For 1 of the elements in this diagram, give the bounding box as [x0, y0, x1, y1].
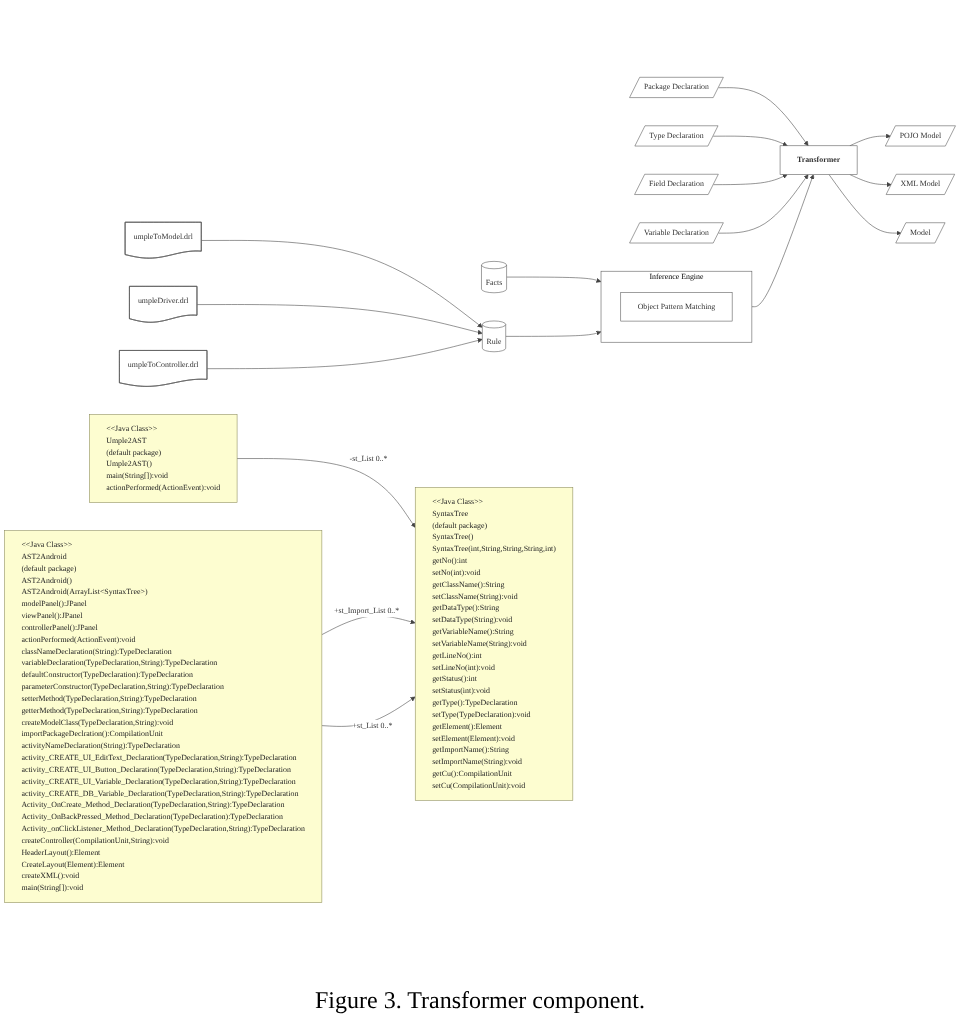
figure-caption: Figure 3. Transformer component. [315, 986, 645, 1016]
